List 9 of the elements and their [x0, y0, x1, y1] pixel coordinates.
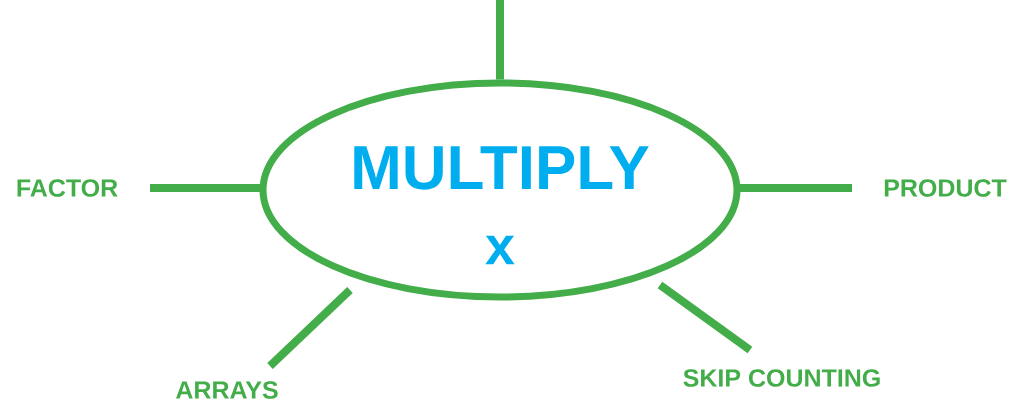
branch-label: SKIP COUNTING [683, 369, 880, 387]
connector-line [267, 287, 353, 369]
branch-label: ARRAYS [176, 381, 278, 399]
center-ellipse [259, 79, 741, 301]
branch-label: PRODUCT [884, 179, 1007, 197]
title-text: MULTIPLY [354, 146, 649, 190]
branch-label: FACTOR [17, 179, 118, 197]
connector-line [657, 281, 753, 354]
times-sign: x [485, 235, 515, 265]
